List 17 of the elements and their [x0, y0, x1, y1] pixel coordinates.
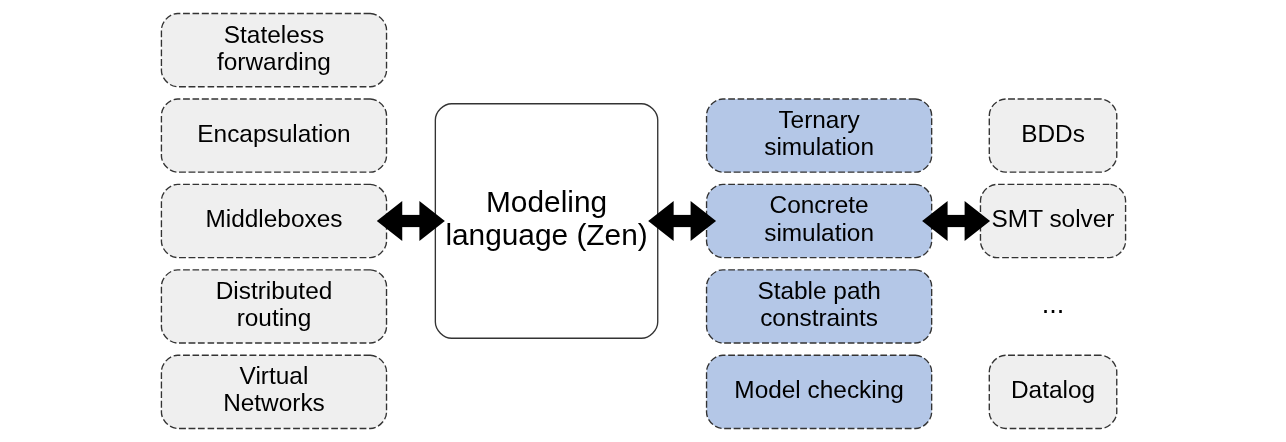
node-box: Middleboxes	[160, 183, 387, 259]
node-box: Ternary simulation	[705, 98, 932, 173]
label: ...	[1041, 288, 1064, 320]
node-box: Stable path constraints	[705, 269, 932, 344]
arrow	[921, 200, 990, 242]
node-box: Model checking	[705, 354, 932, 430]
node-box: Encapsulation	[160, 98, 387, 173]
node-box: SMT solver	[979, 183, 1126, 259]
node-box: Stateless forwarding	[160, 12, 387, 88]
node-box: Distributed routing	[160, 269, 387, 344]
node-box: Virtual Networks	[160, 354, 387, 430]
node-box: Modeling language (Zen)	[434, 103, 658, 339]
node-box: BDDs	[988, 98, 1117, 173]
node-box: Datalog	[988, 354, 1117, 430]
arrow	[647, 200, 716, 242]
arrow	[376, 200, 445, 242]
node-box: Concrete simulation	[705, 183, 932, 259]
